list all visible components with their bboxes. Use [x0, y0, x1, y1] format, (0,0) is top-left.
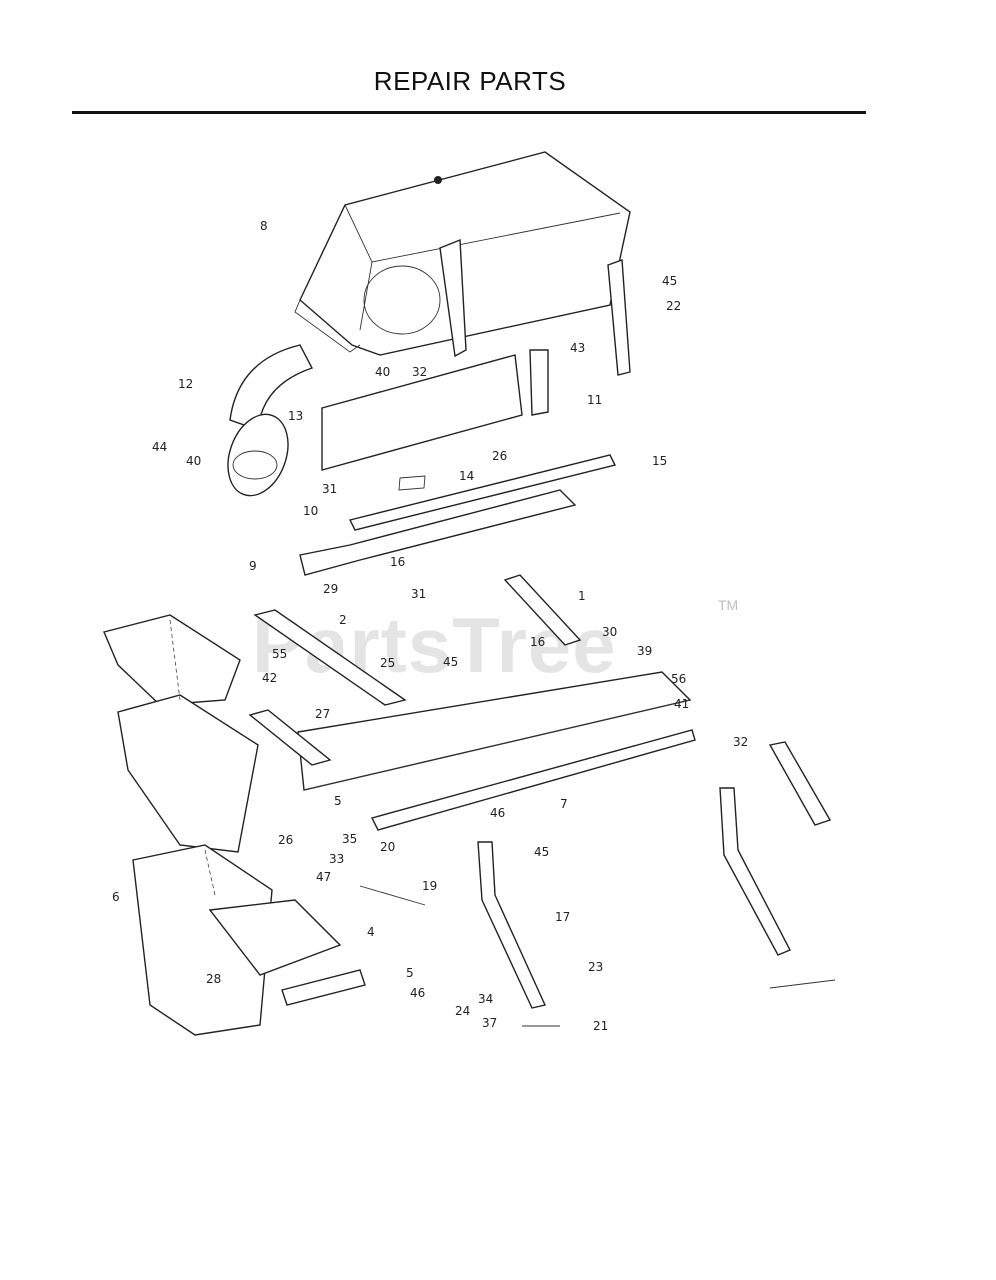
- callout-label: 20: [380, 840, 395, 854]
- callout-label: 11: [587, 393, 602, 407]
- callout-label: 22: [666, 299, 681, 313]
- callout-label: 37: [482, 1016, 497, 1030]
- callout-label: 30: [602, 625, 617, 639]
- callout-label: 55: [272, 647, 287, 661]
- callout-label: 15: [652, 454, 667, 468]
- callout-label: 16: [530, 635, 545, 649]
- callout-label: 21: [593, 1019, 608, 1033]
- callout-label: 5: [406, 966, 414, 980]
- callout-label: 28: [206, 972, 221, 986]
- callout-label: 41: [674, 697, 689, 711]
- callout-label: 31: [411, 587, 426, 601]
- callout-label: 40: [186, 454, 201, 468]
- support-bar-drawing: [299, 454, 617, 576]
- title-divider: [72, 111, 866, 114]
- callout-label: 46: [490, 806, 505, 820]
- callout-label: 17: [555, 910, 570, 924]
- lift-levers-drawing: [359, 741, 836, 1027]
- callout-label: 13: [288, 409, 303, 423]
- callout-label: 35: [342, 832, 357, 846]
- deflector-plate: [321, 354, 523, 471]
- callout-label: 34: [478, 992, 493, 1006]
- frame-channel-drawing: [248, 574, 696, 831]
- callout-label: 56: [671, 672, 686, 686]
- callout-label: 25: [380, 656, 395, 670]
- callout-label: 7: [560, 797, 568, 811]
- callout-labels: 8 45 22 40 32 43 12 13 11 44 40 26 15 31…: [112, 219, 748, 1033]
- page-title: REPAIR PARTS: [373, 66, 567, 96]
- callout-label: 26: [278, 833, 293, 847]
- callout-label: 6: [112, 890, 120, 904]
- callout-label: 9: [249, 559, 257, 573]
- callout-label: 8: [260, 219, 268, 233]
- callout-label: 27: [315, 707, 330, 721]
- watermark-trademark: TM: [718, 597, 738, 613]
- callout-label: 12: [178, 377, 193, 391]
- callout-label: 1: [578, 589, 586, 603]
- callout-label: 45: [662, 274, 677, 288]
- callout-label: 26: [492, 449, 507, 463]
- callout-label: 44: [152, 440, 167, 454]
- callout-label: 10: [303, 504, 318, 518]
- callout-label: 31: [322, 482, 337, 496]
- callout-label: 32: [412, 365, 427, 379]
- callout-label: 29: [323, 582, 338, 596]
- collector-bags-drawing: [103, 614, 366, 1036]
- callout-label: 19: [422, 879, 437, 893]
- callout-label: 23: [588, 960, 603, 974]
- callout-label: 4: [367, 925, 375, 939]
- callout-label: 43: [570, 341, 585, 355]
- callout-label: 42: [262, 671, 277, 685]
- callout-label: 5: [334, 794, 342, 808]
- callout-label: 46: [410, 986, 425, 1000]
- bracket-11: [529, 349, 549, 416]
- callout-label: 39: [637, 644, 652, 658]
- hood-lid-drawing: [294, 151, 631, 376]
- callout-label: 16: [390, 555, 405, 569]
- callout-label: 24: [455, 1004, 470, 1018]
- callout-label: 32: [733, 735, 748, 749]
- callout-label: 40: [375, 365, 390, 379]
- callout-label: 45: [443, 655, 458, 669]
- chute-elbow-drawing: [227, 344, 313, 497]
- callout-label: 33: [329, 852, 344, 866]
- callout-label: 14: [459, 469, 474, 483]
- callout-label: 47: [316, 870, 331, 884]
- callout-label: 45: [534, 845, 549, 859]
- callout-label: 2: [339, 613, 347, 627]
